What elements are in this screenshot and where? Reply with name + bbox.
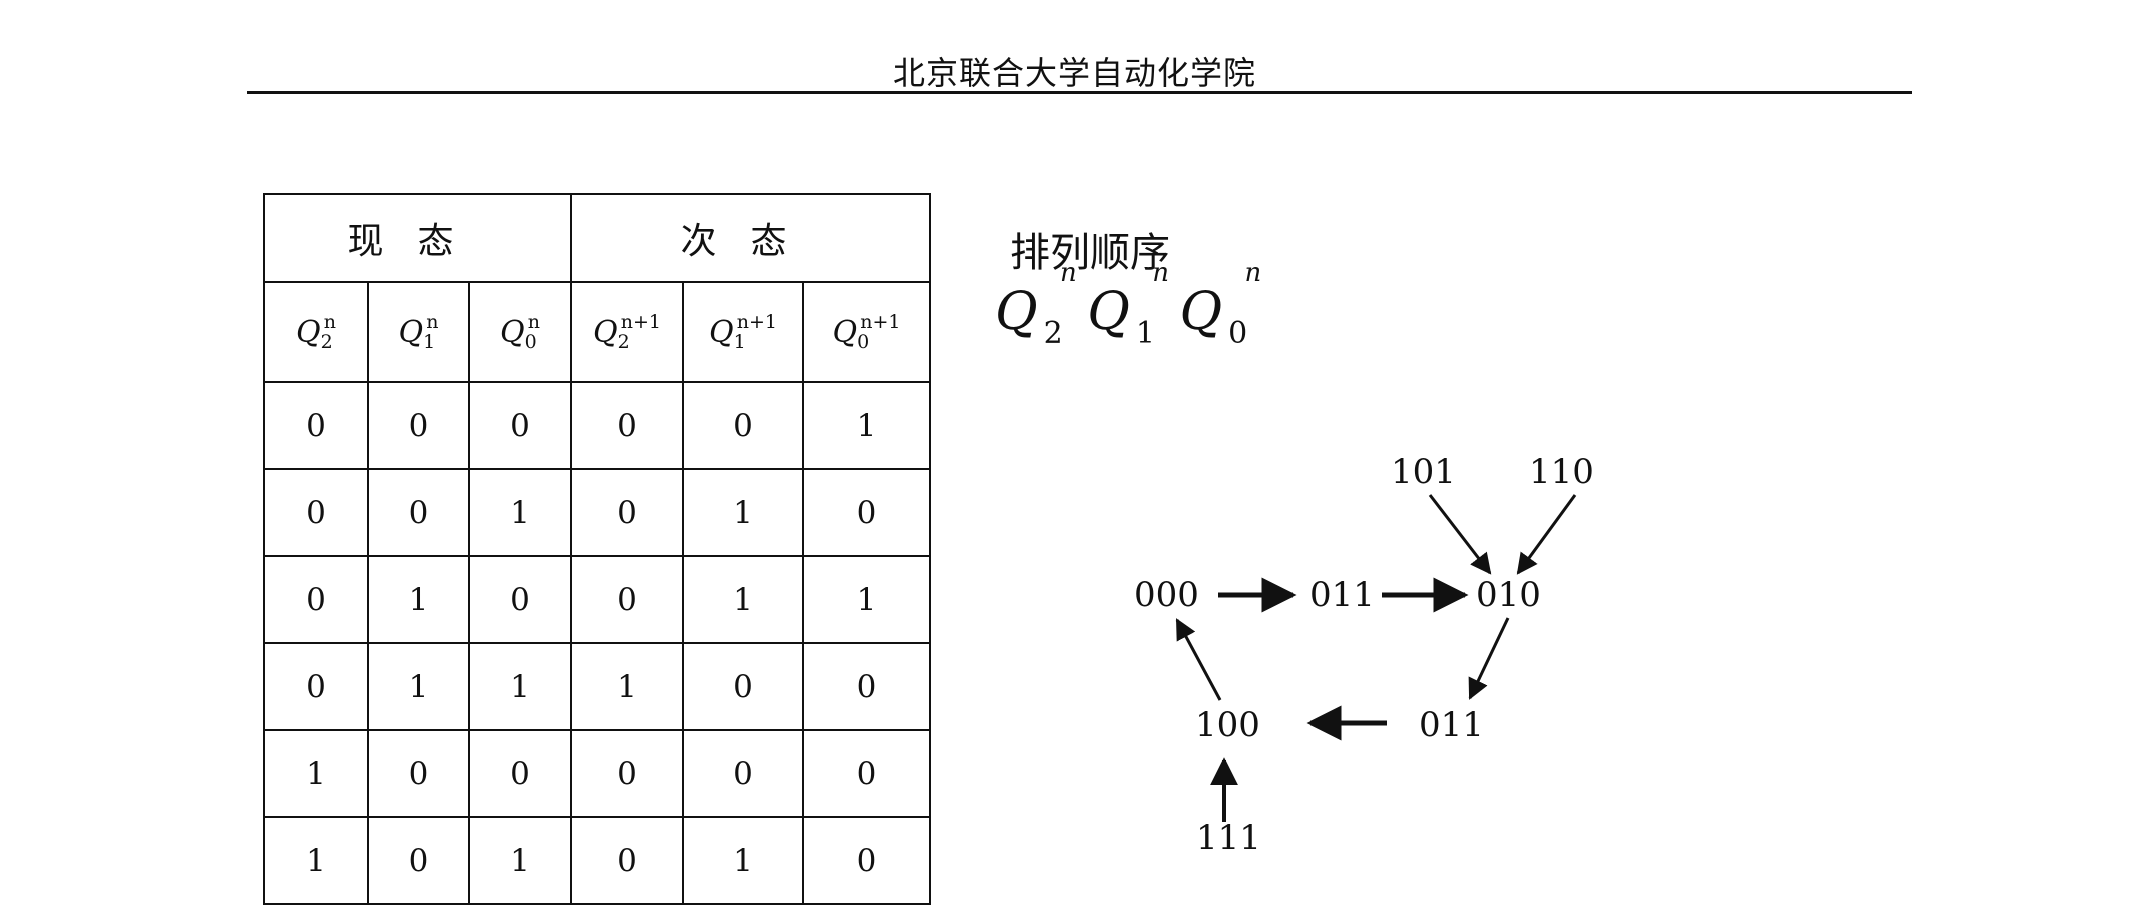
table-cell: 0 xyxy=(468,381,572,470)
table-cell: 1 xyxy=(468,816,572,905)
order-label: 排列顺序 xyxy=(1010,230,1170,276)
var-q1n: Q1n xyxy=(367,281,470,383)
table-cell: 0 xyxy=(367,468,470,557)
arrow-010-to-011 xyxy=(1468,617,1510,700)
next-state-header: 次态 xyxy=(570,193,931,283)
var-q1n1: Q1n+1 xyxy=(682,281,804,383)
table-cell: 1 xyxy=(570,642,684,731)
table-cell: 1 xyxy=(802,555,931,644)
table-cell: 0 xyxy=(802,468,931,557)
table-cell: 0 xyxy=(263,468,369,557)
table-cell: 0 xyxy=(570,816,684,905)
table-cell: 1 xyxy=(468,642,572,731)
state-diagram-arrows xyxy=(1175,494,1577,822)
arrow-100-to-000 xyxy=(1175,618,1222,701)
table-cell: 1 xyxy=(802,381,931,470)
table-cell: 0 xyxy=(570,555,684,644)
table-cell: 1 xyxy=(682,816,804,905)
table-cell: 1 xyxy=(263,816,369,905)
table-cell: 0 xyxy=(570,729,684,818)
header-title: 北京联合大学自动化学院 xyxy=(892,54,1256,92)
table-cell: 0 xyxy=(263,555,369,644)
state-node-000: 000 xyxy=(1134,575,1199,615)
arrow-101-to-010 xyxy=(1428,494,1492,575)
var-q2n: Q2n xyxy=(263,281,369,383)
state-node-011-lower: 011 xyxy=(1419,705,1484,745)
table-cell: 0 xyxy=(367,381,470,470)
state-node-011-upper: 011 xyxy=(1310,575,1375,615)
state-diagram: 000 011 010 101 110 100 011 111 xyxy=(1100,430,1660,870)
var-q0n1: Q0n+1 xyxy=(802,281,931,383)
state-node-101: 101 xyxy=(1391,452,1456,492)
state-node-111: 111 xyxy=(1196,818,1261,858)
table-cell: 0 xyxy=(570,381,684,470)
table-variable-header: Q2n Q1n Q0n Q2n+1 Q1n+1 Q0n+1 xyxy=(263,281,931,383)
var-q0n: Q0n xyxy=(468,281,572,383)
table-cell: 0 xyxy=(682,642,804,731)
table-cell: 1 xyxy=(263,729,369,818)
table-cell: 0 xyxy=(263,381,369,470)
table-cell: 0 xyxy=(367,729,470,818)
table-cell: 1 xyxy=(682,468,804,557)
table-cell: 0 xyxy=(367,816,470,905)
table-cell: 0 xyxy=(263,642,369,731)
present-state-header: 现态 xyxy=(263,193,572,283)
table-cell: 0 xyxy=(468,729,572,818)
table-cell: 0 xyxy=(802,816,931,905)
table-cell: 0 xyxy=(682,729,804,818)
var-q2n1: Q2n+1 xyxy=(570,281,684,383)
state-node-100: 100 xyxy=(1195,705,1260,745)
table-cell: 0 xyxy=(468,555,572,644)
header-rule xyxy=(247,91,1912,94)
table-cell: 0 xyxy=(802,642,931,731)
arrow-110-to-010 xyxy=(1516,494,1577,575)
table-cell: 1 xyxy=(468,468,572,557)
table-cell: 1 xyxy=(367,555,470,644)
table-cell: 0 xyxy=(682,381,804,470)
table-cell: 0 xyxy=(802,729,931,818)
table-cell: 1 xyxy=(682,555,804,644)
table-cell: 1 xyxy=(367,642,470,731)
table-group-header: 现态 次态 xyxy=(263,193,931,283)
state-node-110: 110 xyxy=(1529,452,1594,492)
state-node-010: 010 xyxy=(1476,575,1541,615)
table-cell: 0 xyxy=(570,468,684,557)
